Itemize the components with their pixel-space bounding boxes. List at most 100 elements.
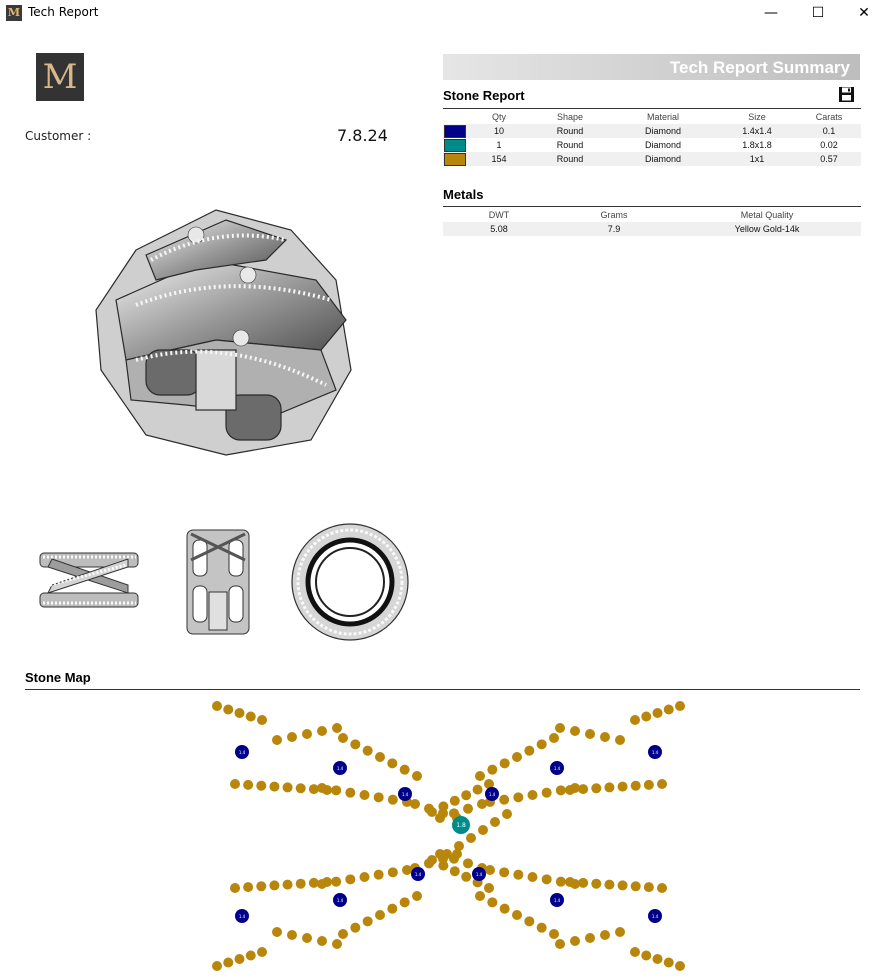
close-icon: ✕ (858, 5, 870, 21)
stone-dot-small (375, 910, 385, 920)
stone-dot-small (475, 891, 485, 901)
stone-dot-small (578, 784, 589, 795)
stone-dot-small (245, 711, 256, 722)
stone-dot-small (657, 883, 667, 893)
color-swatch (444, 152, 466, 166)
stone-dot-small (256, 780, 267, 791)
stone-dot-small (600, 732, 610, 742)
stone-dot-small (512, 910, 522, 920)
stone-size-label: 1.4 (652, 914, 659, 919)
stone-dot-small (527, 872, 538, 882)
stone-map-title: Stone Map (25, 670, 91, 685)
stone-dot-small (555, 876, 566, 887)
stone-dot-small (485, 865, 495, 875)
stone-dot-medium (398, 787, 412, 801)
maximize-button[interactable]: ☐ (795, 0, 841, 26)
stone-dot-small (308, 877, 319, 888)
stone-dot-small (387, 758, 398, 769)
stone-dot-small (477, 799, 487, 809)
stone-report-table: Qty Shape Material Size Carats 10 Round … (443, 110, 861, 166)
stone-dot-small (223, 957, 234, 968)
stone-dot-small (282, 879, 293, 890)
stone-dot-small (345, 787, 356, 798)
stone-dot-small (615, 927, 625, 937)
customer-value: 7.8.24 (337, 126, 388, 145)
stone-dot-small (555, 939, 565, 949)
carats-cell: 0.57 (820, 154, 838, 164)
close-button[interactable]: ✕ (841, 0, 878, 26)
stone-dot-small (362, 916, 373, 927)
color-swatch (444, 138, 466, 152)
stone-report-header-row: Qty Shape Material Size Carats (443, 110, 861, 124)
stone-dot-small (536, 739, 547, 750)
stone-dot-medium (550, 893, 564, 907)
material-cell: Diamond (644, 140, 682, 150)
stone-dot-small (630, 780, 641, 791)
summary-header: Tech Report Summary (443, 54, 860, 80)
stone-dot-center (452, 816, 470, 834)
stone-dot-small (234, 954, 245, 964)
stone-dot-small (308, 784, 319, 795)
stone-dot-small (570, 726, 580, 736)
col-carats: Carats (815, 112, 843, 122)
stone-dot-small (373, 869, 384, 880)
stone-dot-small (466, 833, 476, 843)
stone-dot-medium (648, 745, 662, 759)
stone-dot-small (295, 783, 306, 794)
stone-dot-small (245, 950, 256, 961)
ring-front-view (291, 523, 409, 641)
stone-dot-small (604, 879, 615, 890)
stone-dot-small (230, 883, 240, 893)
stone-size-label: 1.4 (652, 750, 659, 755)
stone-dot-small (387, 794, 398, 805)
stone-dot-medium (550, 761, 564, 775)
stone-dot-small (617, 781, 628, 792)
stone-dot-small (359, 872, 370, 882)
shape-cell: Round (556, 126, 584, 136)
col-material: Material (646, 112, 679, 122)
stone-dot-small (302, 933, 312, 943)
summary-title: Tech Report Summary (669, 58, 850, 77)
stone-dot-small (402, 865, 412, 875)
ring-top-view (39, 552, 139, 608)
stone-dot-small (362, 745, 373, 756)
logo-letter: M (42, 57, 78, 97)
stone-dot-medium (485, 787, 499, 801)
stone-dot-small (287, 930, 297, 940)
size-cell: 1.8x1.8 (742, 140, 772, 150)
stone-dot-small (269, 880, 280, 891)
stone-dot-small (387, 903, 398, 914)
save-icon[interactable] (838, 86, 855, 103)
table-row: 5.08 7.9 Yellow Gold-14k (443, 222, 861, 236)
stone-dot-small (487, 764, 498, 775)
stone-dot-small (484, 883, 494, 893)
stone-dot-small (410, 799, 420, 809)
material-cell: Diamond (644, 154, 682, 164)
minimize-button[interactable]: — (748, 0, 794, 26)
stone-dot-small (272, 927, 282, 937)
stone-dot-small (499, 758, 510, 769)
stone-dot-medium (235, 909, 249, 923)
stone-dot-small (578, 877, 589, 888)
stone-dot-small (527, 790, 538, 800)
stone-dot-small (585, 729, 595, 739)
dwt-cell: 5.08 (490, 224, 508, 234)
stone-dot-small (412, 771, 422, 781)
shape-cell: Round (556, 154, 584, 164)
stone-dot-small (257, 715, 267, 725)
window-title: Tech Report (28, 5, 99, 19)
stone-dot-small (549, 929, 559, 939)
stone-dot-small (536, 922, 547, 933)
stone-dot-small (230, 779, 240, 789)
stone-dot-small (555, 723, 565, 733)
table-row: 10 Round Diamond 1.4x1.4 0.1 (443, 124, 861, 138)
qty-cell: 154 (491, 154, 507, 164)
stone-report-title: Stone Report (443, 88, 525, 103)
stone-report-divider (443, 108, 861, 109)
stone-dot-small (399, 764, 410, 775)
stone-size-label: 1.4 (554, 898, 561, 903)
minimize-icon: — (764, 5, 778, 21)
stone-size-label: 1.4 (554, 766, 561, 771)
